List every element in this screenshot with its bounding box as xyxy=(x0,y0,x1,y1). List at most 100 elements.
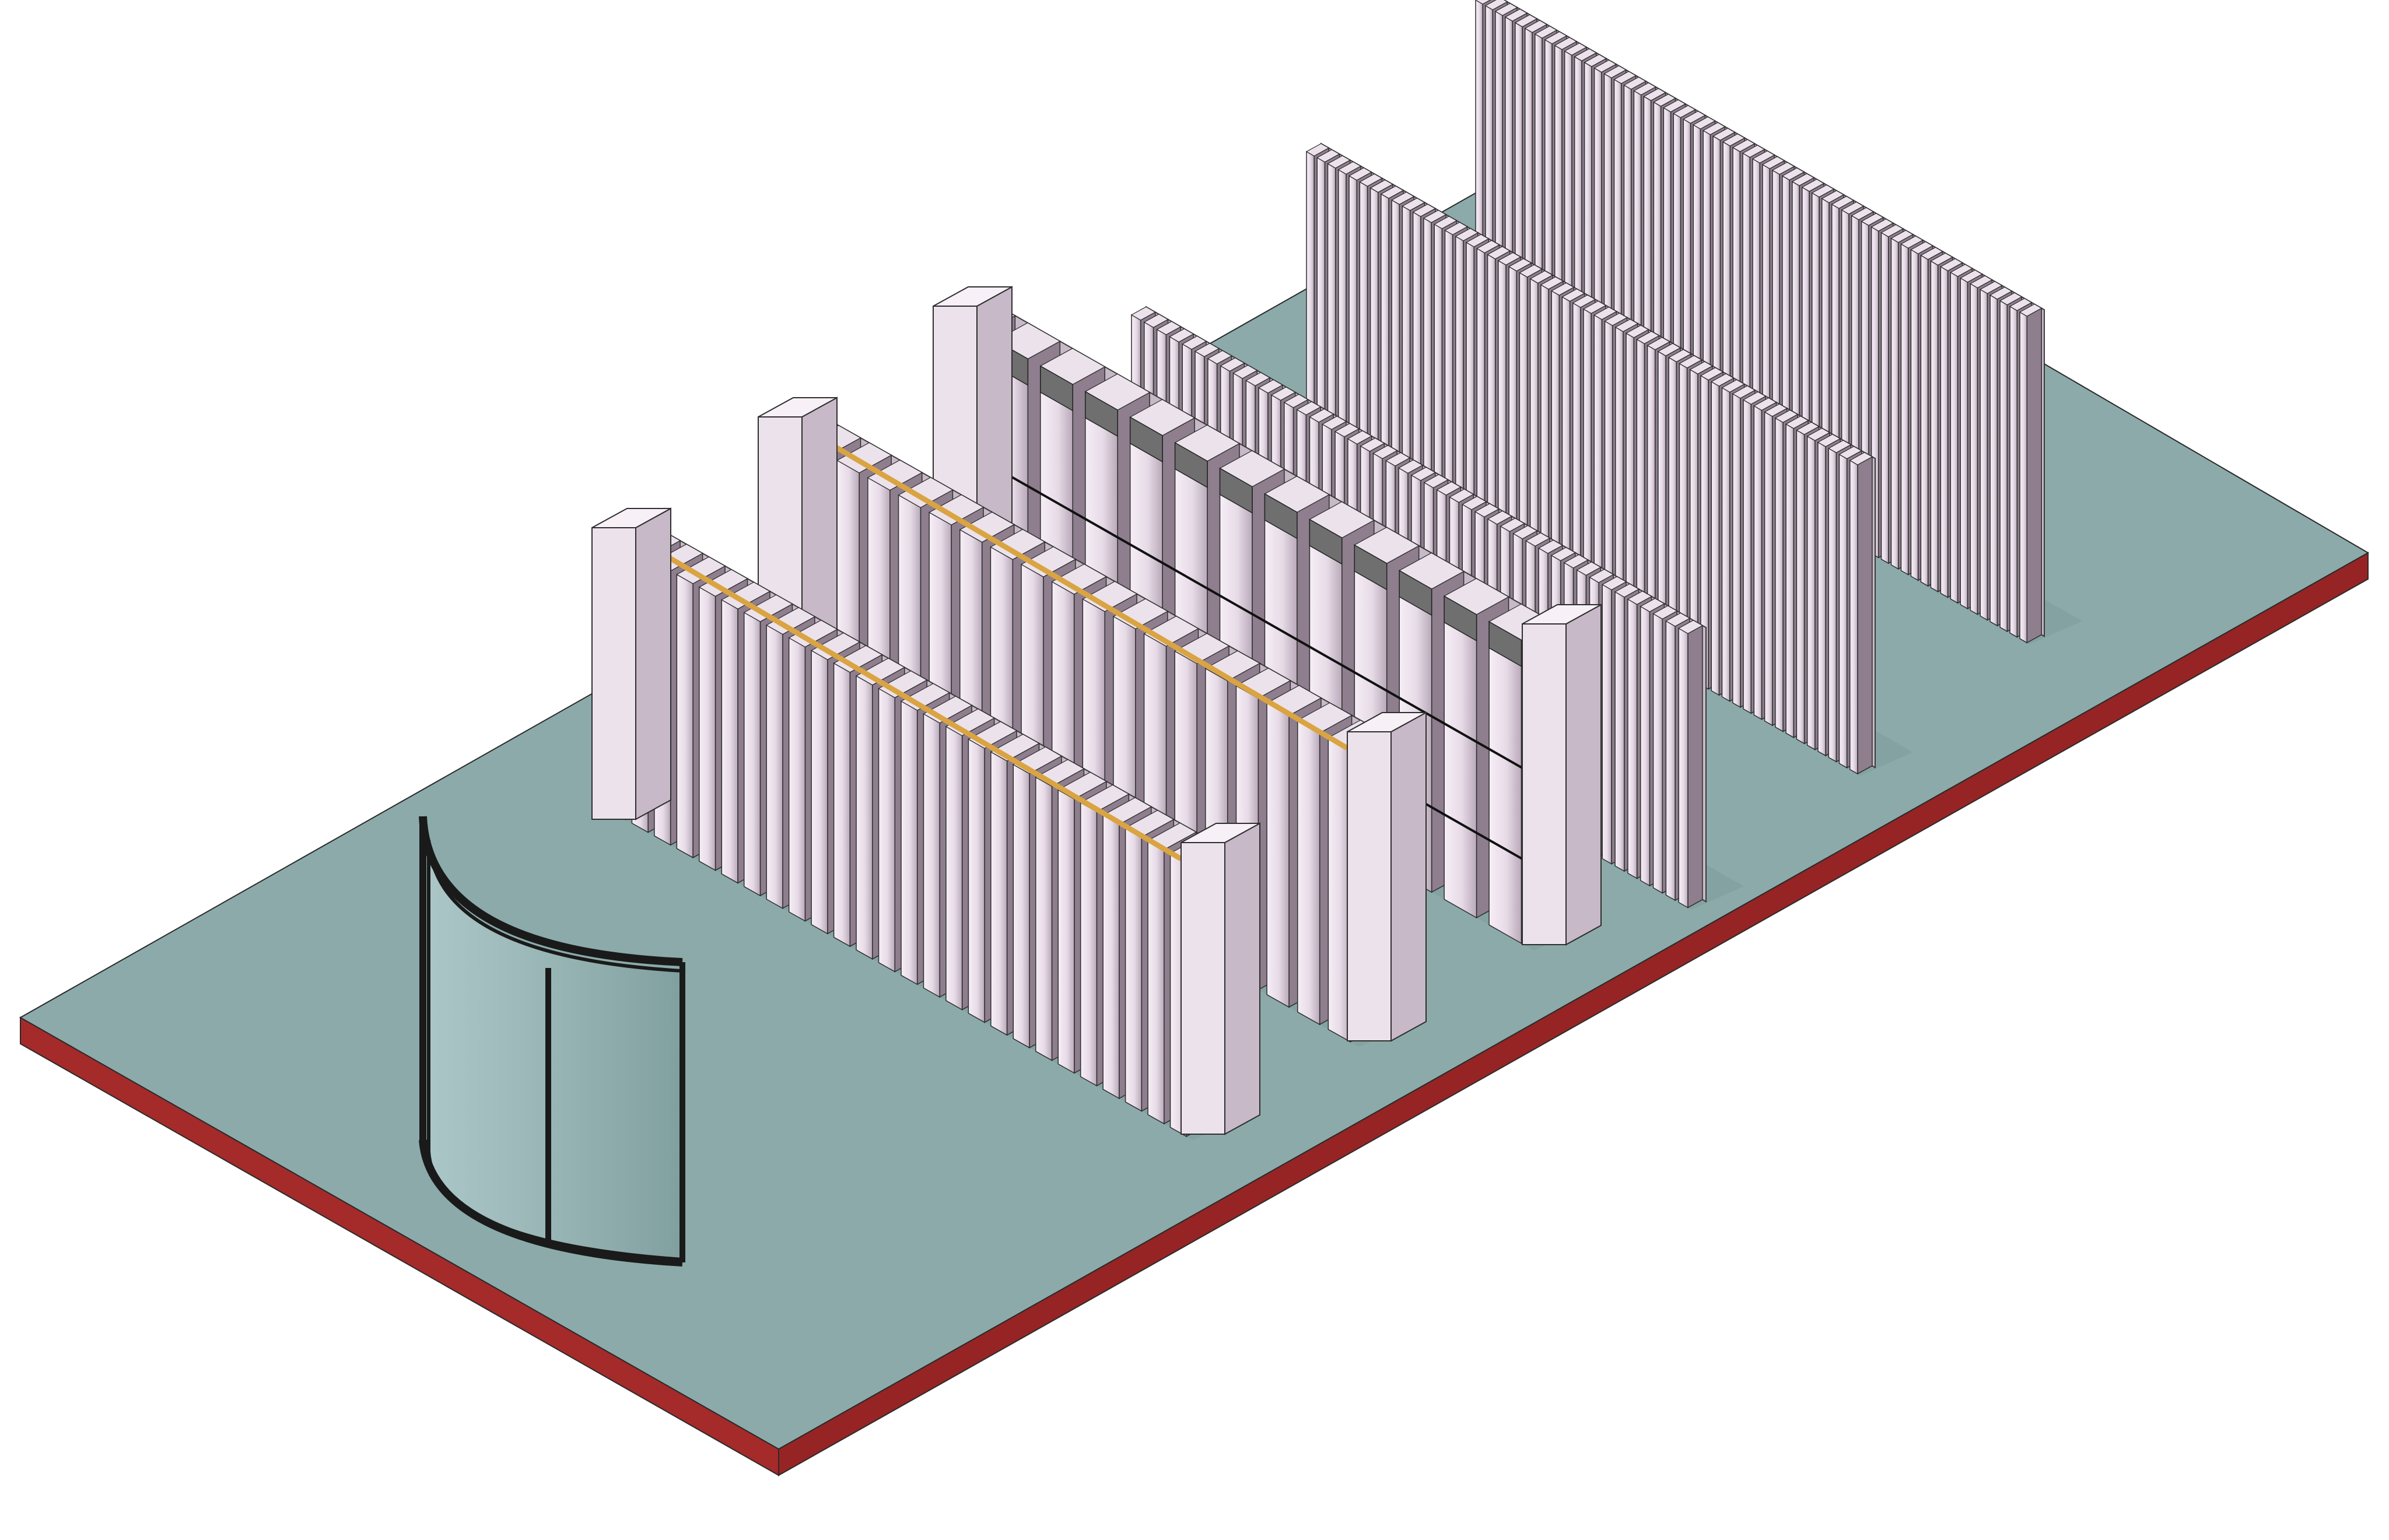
wall-fin-top xyxy=(1270,387,1296,401)
wall-fin-top xyxy=(1519,264,1543,278)
wall-fin xyxy=(699,586,716,871)
wall-fin xyxy=(1665,620,1676,901)
wall-fin-top xyxy=(1761,156,1785,169)
wall-fin-top xyxy=(1334,423,1360,437)
wall-fin-top xyxy=(1764,404,1788,417)
wall-fin-top xyxy=(1890,230,1914,243)
wall-fin-top xyxy=(1702,122,1726,135)
wall-fin xyxy=(1838,453,1848,769)
wall-fin-top xyxy=(1732,385,1756,399)
wall-fin-top xyxy=(1625,325,1649,338)
wall-fin-top xyxy=(1220,357,1245,372)
wall-end-post xyxy=(1181,842,1225,1135)
wall-fin-top xyxy=(1806,427,1831,441)
wall-fin xyxy=(1900,243,1909,576)
wall-fin-top xyxy=(1207,350,1232,364)
wall-fin-top xyxy=(1801,178,1825,192)
wall-fin-top xyxy=(676,556,726,584)
wall-fin xyxy=(1488,620,1522,945)
wall-fin xyxy=(1743,399,1752,714)
wall-fin xyxy=(1980,289,1988,621)
wall-fin-top xyxy=(1434,216,1458,229)
wall-fin-side xyxy=(1687,625,1703,908)
wall-fin-top xyxy=(1643,88,1666,101)
wall-fin-top xyxy=(1347,430,1372,445)
wall-fin-top xyxy=(1504,8,1528,22)
wall-fin xyxy=(1080,802,1098,1087)
wall-fin-top xyxy=(1402,198,1425,211)
wall-fin-top xyxy=(959,511,1015,543)
wall-fin xyxy=(1920,254,1929,587)
wall-fin-top xyxy=(788,619,838,648)
wall-fin-top xyxy=(1462,496,1487,510)
wall-fin xyxy=(1950,271,1959,604)
wall-fin-top xyxy=(1397,459,1424,474)
wall-end-post-top xyxy=(758,397,838,418)
wall-fin-top xyxy=(1633,82,1656,96)
wall-fin-top xyxy=(1561,288,1585,302)
wall-fin-top xyxy=(1169,328,1194,343)
wall-end-post-top xyxy=(591,508,671,528)
curved-glass-enclosure xyxy=(419,816,685,1267)
wall-fin xyxy=(945,725,963,1011)
wall-end-post-top xyxy=(1181,823,1260,843)
wall-fin xyxy=(1753,405,1763,720)
wall-fin xyxy=(1602,584,1612,865)
wall-dark-tile xyxy=(1219,467,1253,514)
wall-fin xyxy=(1796,429,1805,745)
wall-fin-top xyxy=(1380,185,1404,199)
wall-fin-top xyxy=(1640,598,1665,612)
wall-fin-top xyxy=(1851,207,1875,220)
wall-fin-top xyxy=(1940,258,1963,272)
wall-fin-top xyxy=(867,459,923,491)
fluted-wall-a xyxy=(591,507,1260,1140)
wall-fin-top xyxy=(928,494,985,525)
wall-end-post xyxy=(1347,731,1392,1041)
wall-end-post-top xyxy=(1522,604,1602,625)
wall-fin-top xyxy=(1785,415,1809,429)
wall-fin-top xyxy=(1232,364,1258,379)
wall-fin-top xyxy=(1494,3,1518,16)
wall-fin xyxy=(2019,311,2027,644)
wall-fin-top xyxy=(2019,303,2043,317)
wall-fin-top xyxy=(1604,313,1628,326)
wall-dark-tile xyxy=(1444,595,1477,642)
wall-fin-top xyxy=(1692,116,1716,129)
wall-end-post xyxy=(591,527,636,820)
wall-fin xyxy=(1828,447,1837,763)
wall-fin-top xyxy=(1544,31,1568,44)
wall-fin-top xyxy=(1838,445,1862,459)
wall-fin-top xyxy=(1732,139,1756,152)
wall-top-rail xyxy=(619,527,1183,861)
wall-fin-top xyxy=(1474,0,1491,5)
wall-fin-top xyxy=(1677,620,1704,634)
glass-bottom-frame xyxy=(419,1139,683,1267)
wall-fin-top xyxy=(1821,190,1845,204)
wall-fin-top xyxy=(1550,547,1576,562)
wall-fin-top xyxy=(1348,167,1372,181)
wall-dark-tile xyxy=(1488,620,1522,668)
wall-fin-top xyxy=(1781,167,1805,181)
wall-fin-top xyxy=(1811,184,1835,198)
wall-dark-tile xyxy=(1174,441,1208,489)
wall-fin-top xyxy=(1143,314,1169,328)
wall-fin xyxy=(1764,411,1773,727)
wall-fin-top xyxy=(1593,59,1617,73)
wall-fin-top xyxy=(1020,546,1077,577)
wall-fin xyxy=(1125,827,1143,1112)
wall-fin-top xyxy=(1742,391,1767,405)
wall-fin-top xyxy=(1322,416,1347,430)
wall-fin xyxy=(923,713,940,998)
wall-fin-top xyxy=(765,607,816,635)
wall-fin-top xyxy=(1827,440,1852,454)
wall-end-post-side xyxy=(1224,822,1260,1135)
wall-fin xyxy=(1817,441,1826,757)
wall-dark-tile xyxy=(1354,544,1388,591)
wall-fin xyxy=(1013,763,1030,1049)
wall-fin-top xyxy=(1960,269,1983,283)
wall-fin-top xyxy=(1525,532,1551,547)
wall-fin-top xyxy=(1182,335,1207,350)
wall-fin-top xyxy=(1752,150,1775,164)
wall-fin-top xyxy=(810,632,861,660)
